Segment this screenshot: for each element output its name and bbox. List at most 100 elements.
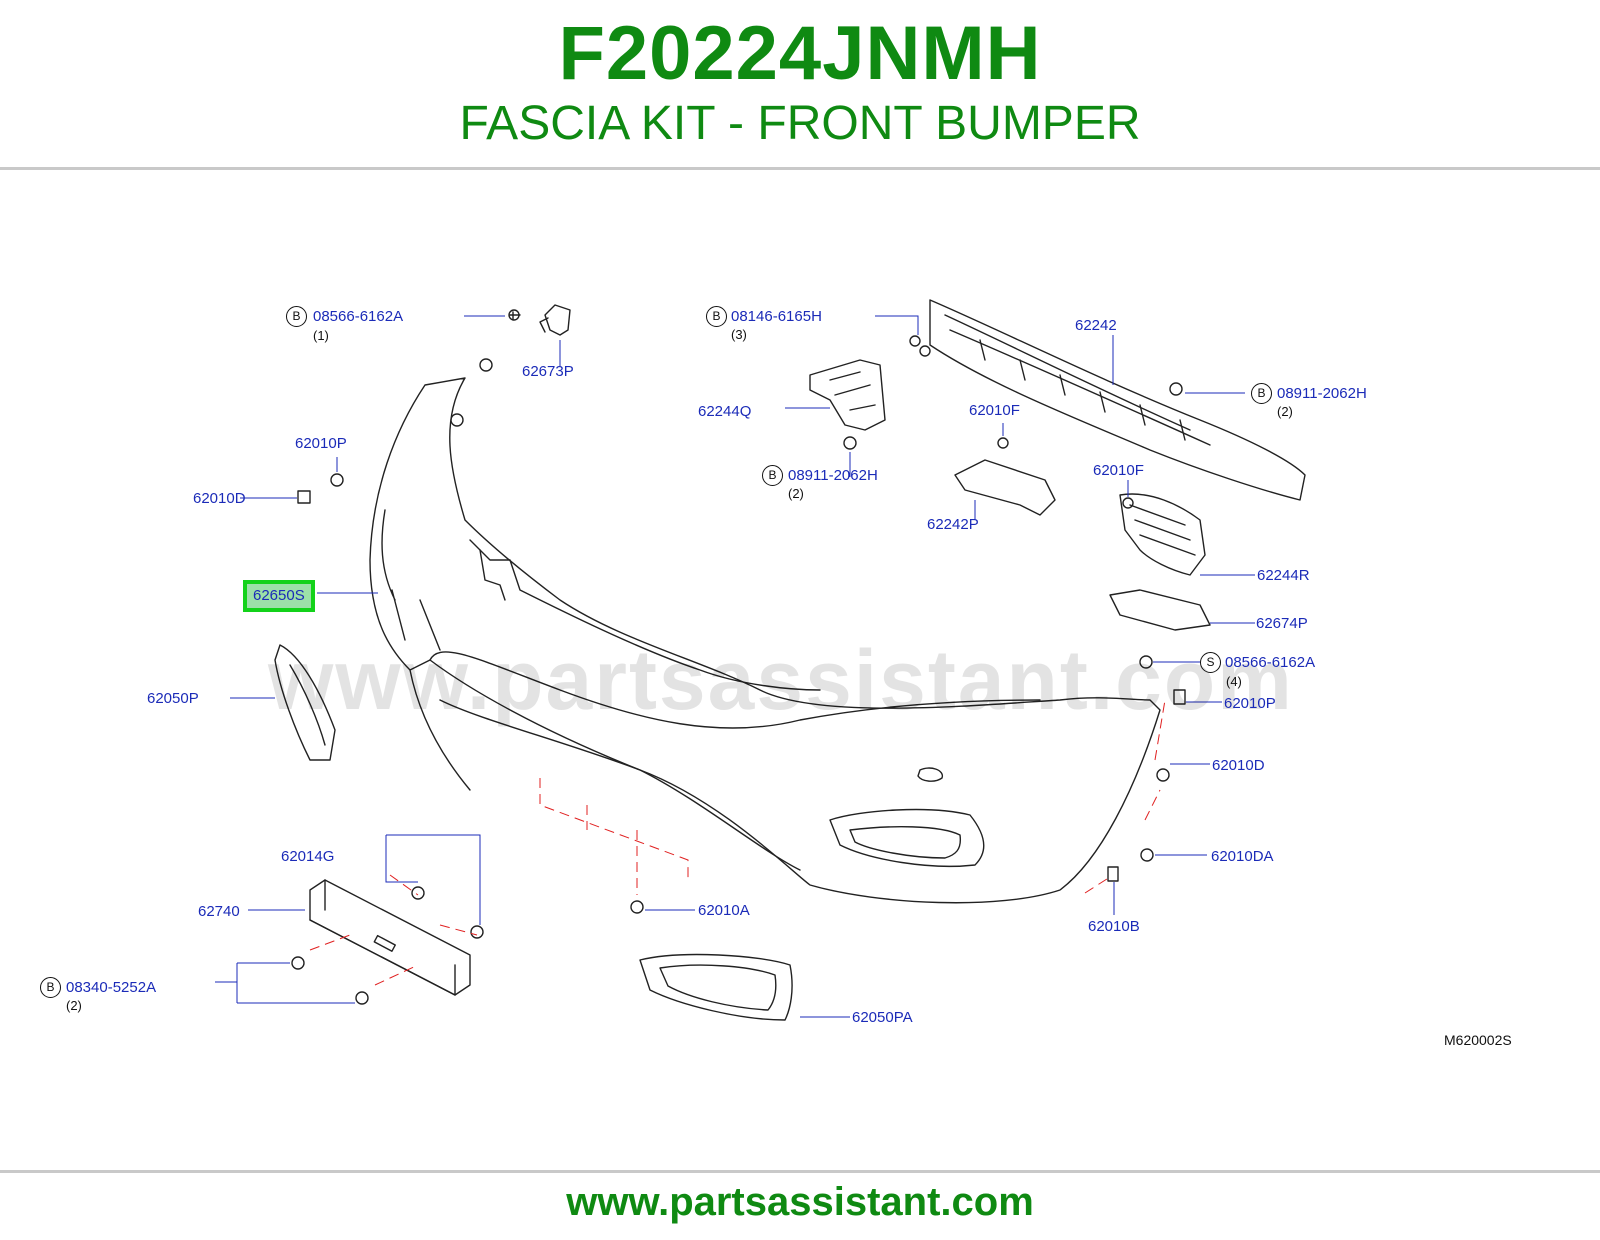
plate-bracket-slot <box>373 934 396 952</box>
bolt-08340-a <box>291 956 305 970</box>
fog-opening-right <box>829 808 985 867</box>
clip-bumper-top <box>479 358 493 372</box>
badge-b-icon: B <box>762 465 783 486</box>
top-divider <box>0 167 1600 170</box>
callout-62010da[interactable]: 62010DA <box>1211 848 1274 865</box>
callout-62014g[interactable]: 62014G <box>281 848 335 865</box>
install-line-5 <box>1084 699 1166 894</box>
bolt-62010a <box>630 900 644 914</box>
header: F20224JNMH FASCIA KIT - FRONT BUMPER <box>0 0 1600 168</box>
part-number-title: F20224JNMH <box>558 11 1042 96</box>
bracket-62244q-detail <box>829 371 876 411</box>
callout-08911-2062h-lower[interactable]: 08911-2062H <box>788 467 878 484</box>
callout-62010p-left[interactable]: 62010P <box>295 435 347 452</box>
fog-grille-62050pa-inner <box>659 964 777 1011</box>
bracket-62244q <box>809 359 886 431</box>
nut-08911-lower <box>843 436 857 450</box>
side-grille-62050p-inner <box>289 664 326 746</box>
bolt-head-top-left <box>508 309 520 321</box>
bumper-lower-lip <box>439 699 801 871</box>
callout-qty: (2) <box>788 486 804 501</box>
callout-08566-6162a-top[interactable]: 08566-6162A <box>313 308 404 325</box>
emblem-mark <box>917 767 944 782</box>
callout-62010d-left[interactable]: 62010D <box>193 490 246 507</box>
fastener-62010f-mid <box>1122 497 1134 509</box>
fastener-62010p-left <box>330 473 344 487</box>
leader-08340 <box>215 962 355 1004</box>
reinforcement-ribs <box>979 339 1186 441</box>
spacer-62014g-b <box>470 925 484 939</box>
bolt-08566-right <box>1139 655 1153 669</box>
fascia-left-ribs <box>381 509 441 651</box>
bumper-top-channel <box>469 539 821 691</box>
spacer-62014g-a <box>411 886 425 900</box>
callout-62050p[interactable]: 62050P <box>147 690 199 707</box>
bracket-62673p <box>539 304 571 336</box>
reinforcement-bar <box>929 299 1306 501</box>
callout-08340-5252a[interactable]: 08340-5252A <box>66 979 157 996</box>
side-grille-62050p <box>274 644 336 761</box>
callout-62242p[interactable]: 62242P <box>927 516 979 533</box>
callout-08566-6162a-right[interactable]: 08566-6162A <box>1225 654 1316 671</box>
bracket-62244r <box>1119 493 1206 576</box>
nut-08911-top <box>1169 382 1183 396</box>
badge-b-icon: B <box>40 977 61 998</box>
callout-qty: (2) <box>66 998 82 1013</box>
fog-grille-62050pa <box>639 953 793 1021</box>
bumper-corner-line <box>409 669 471 791</box>
plate-bracket-face <box>309 879 456 996</box>
footer-url[interactable]: www.partsassistant.com <box>566 1180 1034 1224</box>
callout-62010a[interactable]: 62010A <box>698 902 750 919</box>
callout-08146-6165h[interactable]: 08146-6165H <box>731 308 822 325</box>
callout-62010f-top[interactable]: 62010F <box>969 402 1020 419</box>
diagram-reference-code: M620002S <box>1444 1032 1512 1048</box>
callout-62673p[interactable]: 62673P <box>522 363 574 380</box>
callout-62650s-selected[interactable]: 62650S <box>243 580 315 612</box>
bolt-08340-b <box>355 991 369 1005</box>
callout-qty: (3) <box>731 327 747 342</box>
callout-62010f-mid[interactable]: 62010F <box>1093 462 1144 479</box>
callout-62244q[interactable]: 62244Q <box>698 403 752 420</box>
callout-62010b[interactable]: 62010B <box>1088 918 1140 935</box>
badge-b-icon: B <box>1251 383 1272 404</box>
badge-b-icon: B <box>706 306 727 327</box>
callout-62050pa[interactable]: 62050PA <box>852 1009 913 1026</box>
bracket-62674p <box>1109 589 1211 631</box>
callout-62242[interactable]: 62242 <box>1075 317 1117 334</box>
bumper-fascia-outline <box>369 377 1161 904</box>
callout-qty: (2) <box>1277 404 1293 419</box>
callout-62010p-right[interactable]: 62010P <box>1224 695 1276 712</box>
bracket-62242p <box>954 459 1056 516</box>
leader-62014g <box>385 834 481 925</box>
bolt-bumper-top <box>450 413 464 427</box>
bolt-62010d-right <box>1156 768 1170 782</box>
watermark: www.partsassistant.com <box>268 633 1294 727</box>
kit-title: FASCIA KIT - FRONT BUMPER <box>459 97 1141 150</box>
callout-62244r[interactable]: 62244R <box>1257 567 1310 584</box>
bumper-upper-edge <box>429 651 1041 729</box>
bottom-divider <box>0 1170 1600 1173</box>
bolt-08146-b <box>919 345 931 357</box>
bolt-62010da <box>1140 848 1154 862</box>
fog-inner-right <box>849 826 962 859</box>
badge-s-icon: S <box>1200 652 1221 673</box>
install-line-1 <box>539 778 689 880</box>
bracket-62244r-ribs <box>1129 504 1196 556</box>
reinforcement-bar-inner <box>944 314 1211 446</box>
fastener-62010f-top <box>997 437 1009 449</box>
clip-62010d-left <box>297 490 311 504</box>
callout-qty: (1) <box>313 328 329 343</box>
clip-62010b <box>1107 866 1119 882</box>
install-line-4 <box>309 874 478 986</box>
callout-62674p[interactable]: 62674P <box>1256 615 1308 632</box>
callout-qty: (4) <box>1226 674 1242 689</box>
bolt-08146-a <box>909 335 921 347</box>
callout-08911-2062h-top[interactable]: 08911-2062H <box>1277 385 1367 402</box>
callout-62010d-right[interactable]: 62010D <box>1212 757 1265 774</box>
leader-08146 <box>875 315 919 335</box>
badge-b-icon: B <box>286 306 307 327</box>
callout-62740[interactable]: 62740 <box>198 903 240 920</box>
clip-62010p-right <box>1173 689 1186 705</box>
